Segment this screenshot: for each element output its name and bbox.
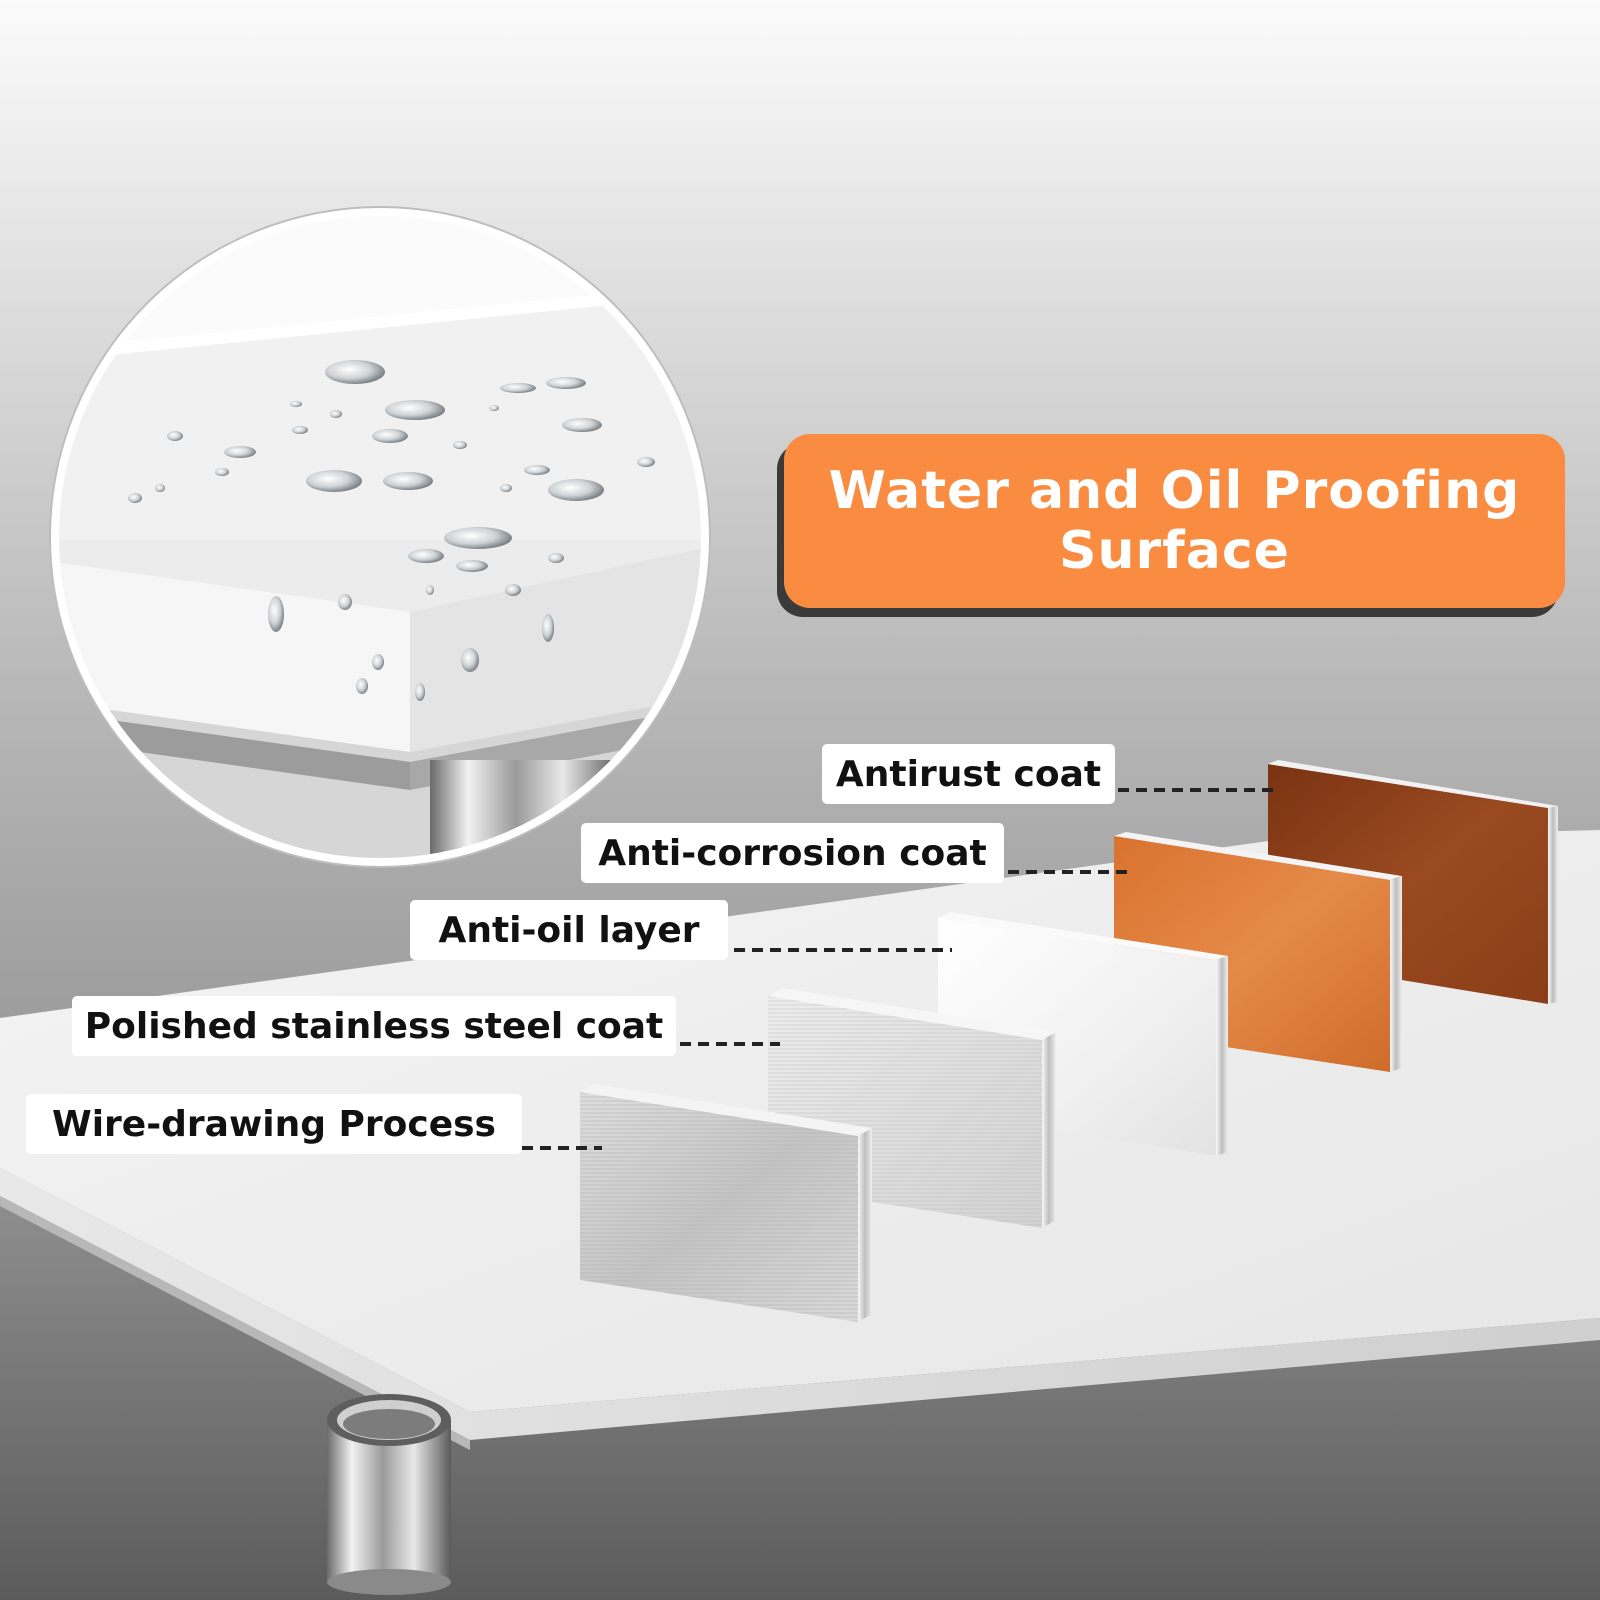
label-text: Wire-drawing Process [52, 1103, 496, 1145]
label-text: Antirust coat [835, 753, 1102, 795]
feature-banner: Water and Oil Proofing Surface [784, 434, 1565, 608]
label-text: Anti-corrosion coat [598, 832, 987, 874]
label-polished-stainless-steel-coat: Polished stainless steel coat [72, 996, 676, 1056]
label-text: Polished stainless steel coat [84, 1005, 664, 1047]
banner-title: Water and Oil Proofing Surface [828, 461, 1521, 581]
label-anti-oil-layer: Anti-oil layer [410, 900, 728, 960]
water-droplets [128, 360, 655, 701]
leader-lines [522, 788, 1278, 1150]
table-leg [327, 1394, 451, 1595]
label-text: Anti-oil layer [438, 909, 700, 951]
waterproof-detail-circle [49, 206, 711, 868]
label-anti-corrosion-coat: Anti-corrosion coat [581, 823, 1004, 883]
label-wire-drawing-process: Wire-drawing Process [26, 1094, 522, 1154]
label-antirust-coat: Antirust coat [822, 744, 1115, 804]
wire-drawing-block [580, 1084, 872, 1322]
